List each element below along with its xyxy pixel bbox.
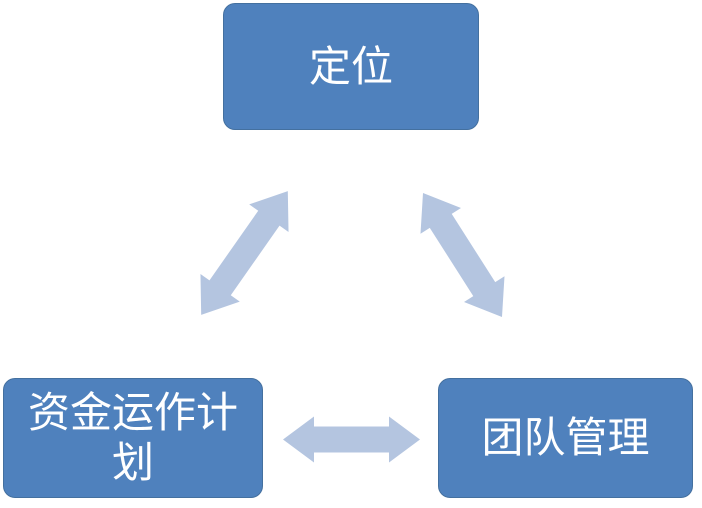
arrow-capital-team bbox=[283, 416, 420, 463]
double-arrow-icon bbox=[283, 416, 420, 463]
node-capital-operation-plan-label: 资金运作计划 bbox=[27, 388, 238, 487]
double-arrow-icon bbox=[420, 193, 505, 317]
node-team-management: 团队管理 bbox=[438, 378, 693, 498]
double-arrow-icon bbox=[200, 191, 289, 315]
node-positioning: 定位 bbox=[223, 3, 479, 130]
node-positioning-label: 定位 bbox=[308, 41, 393, 91]
node-team-management-label: 团队管理 bbox=[481, 413, 650, 463]
node-capital-operation-plan: 资金运作计划 bbox=[3, 378, 263, 498]
arrow-positioning-capital bbox=[200, 191, 289, 315]
arrow-positioning-team bbox=[420, 193, 505, 317]
